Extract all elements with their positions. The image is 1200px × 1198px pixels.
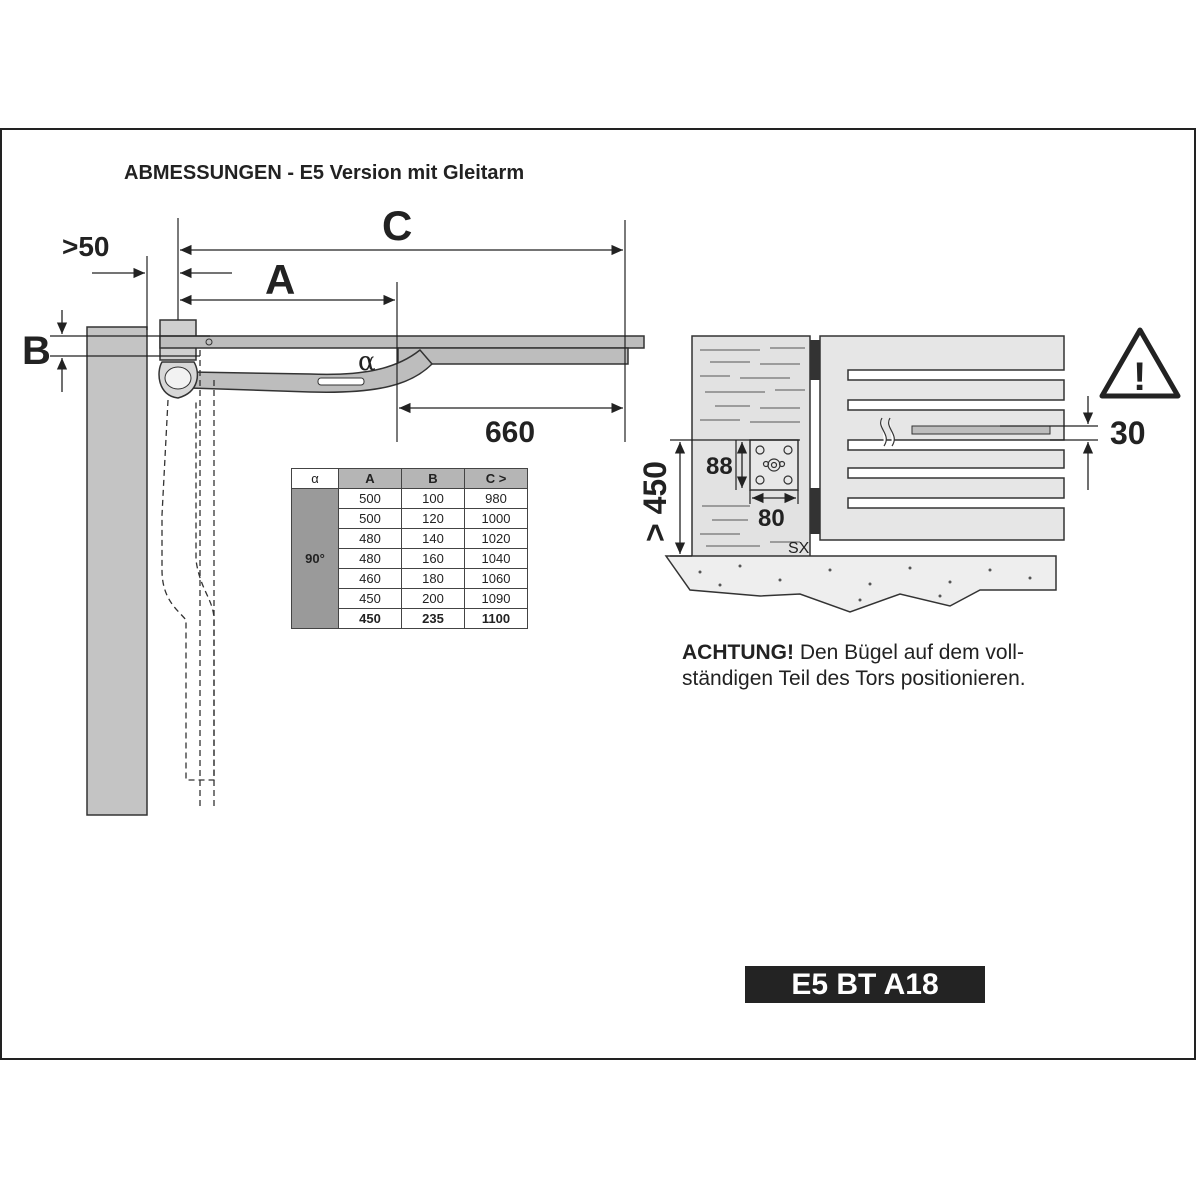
model-label: E5 BT A18	[745, 966, 985, 1003]
dim-label-alpha: α	[358, 347, 376, 377]
drawing-frame	[0, 128, 1196, 1060]
dim-label-gt50: >50	[62, 231, 110, 262]
slide-rail	[397, 347, 629, 365]
header-alpha: α	[291, 468, 339, 489]
dim-label-b: B	[22, 329, 51, 373]
warning-heading: ACHTUNG!	[682, 641, 794, 664]
brick-lines	[700, 347, 805, 547]
table-header-row: α A B C >	[291, 468, 528, 489]
exclamation-icon: !	[1133, 355, 1146, 399]
sliding-arm	[189, 348, 434, 394]
angle-cell: 90°	[291, 488, 339, 629]
mounting-rail	[911, 425, 1051, 435]
dim-label-660: 660	[485, 416, 535, 449]
ground-texture	[698, 564, 1032, 602]
mounting-plate	[749, 439, 799, 491]
header-a: A	[338, 468, 402, 489]
warning-line-2: ständigen Teil des Tors positionieren.	[682, 667, 1026, 690]
dim-label-30: 30	[1110, 415, 1146, 451]
pivot-bolt	[205, 338, 213, 346]
dim-label-gt450: > 450	[637, 461, 673, 542]
gate-leaf	[159, 335, 645, 349]
plate-holes	[755, 445, 793, 485]
ground	[664, 555, 1057, 613]
gate-bars	[819, 335, 1065, 541]
header-c: C >	[464, 468, 528, 489]
motor-cap	[164, 366, 192, 390]
closed-position-outline	[161, 399, 215, 781]
wall-pillar	[86, 326, 148, 816]
dim-label-88: 88	[706, 453, 733, 480]
warning-triangle-icon	[1099, 327, 1181, 399]
dim-label-c: C	[382, 202, 412, 249]
side-label-sx: SX	[788, 540, 810, 557]
header-b: B	[401, 468, 465, 489]
page-title: ABMESSUNGEN - E5 Version mit Gleitarm	[124, 162, 525, 184]
arm-slot	[317, 377, 365, 386]
dim-label-a: A	[265, 256, 295, 303]
warning-line-1: Den Bügel auf dem voll-	[793, 641, 1024, 664]
warning-note: ACHTUNG! Den Bügel auf dem voll- ständig…	[682, 640, 1102, 692]
dim-label-80: 80	[758, 505, 785, 532]
